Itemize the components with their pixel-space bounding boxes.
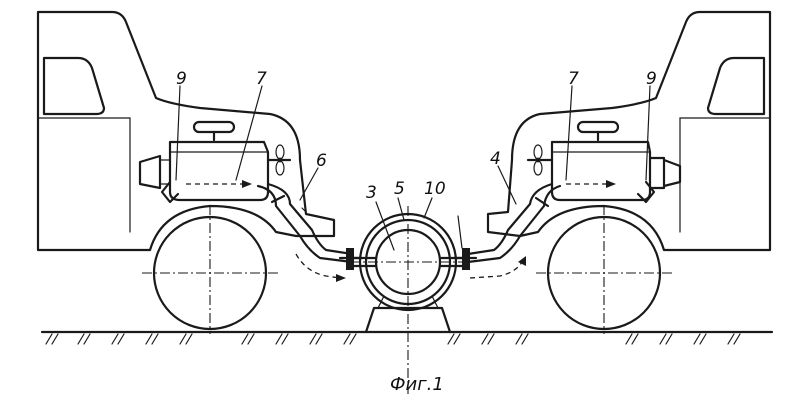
label-10: 10 <box>424 179 446 199</box>
figure-caption: Фиг.1 <box>390 374 444 395</box>
right-fan-icon <box>528 145 552 175</box>
left-vehicle-body <box>38 12 334 250</box>
label-6: 6 <box>316 151 327 171</box>
right-vehicle-body <box>488 12 770 250</box>
left-engine <box>170 142 268 200</box>
right-wheel <box>536 205 672 334</box>
label-left-9: 9 <box>176 69 187 89</box>
test-stand <box>350 206 466 394</box>
left-air-filter <box>194 122 234 132</box>
left-fan-icon <box>268 145 290 175</box>
label-4: 4 <box>490 149 501 169</box>
right-air-filter <box>578 122 618 132</box>
label-right-7: 7 <box>568 69 579 89</box>
ground <box>42 332 772 344</box>
left-window <box>44 58 104 114</box>
left-wheel <box>142 205 278 334</box>
label-5: 5 <box>394 179 405 199</box>
label-right-9: 9 <box>646 69 657 89</box>
label-3: 3 <box>366 183 377 203</box>
label-left-7: 7 <box>256 69 267 89</box>
right-window <box>708 58 764 114</box>
left-vehicle <box>38 12 362 334</box>
